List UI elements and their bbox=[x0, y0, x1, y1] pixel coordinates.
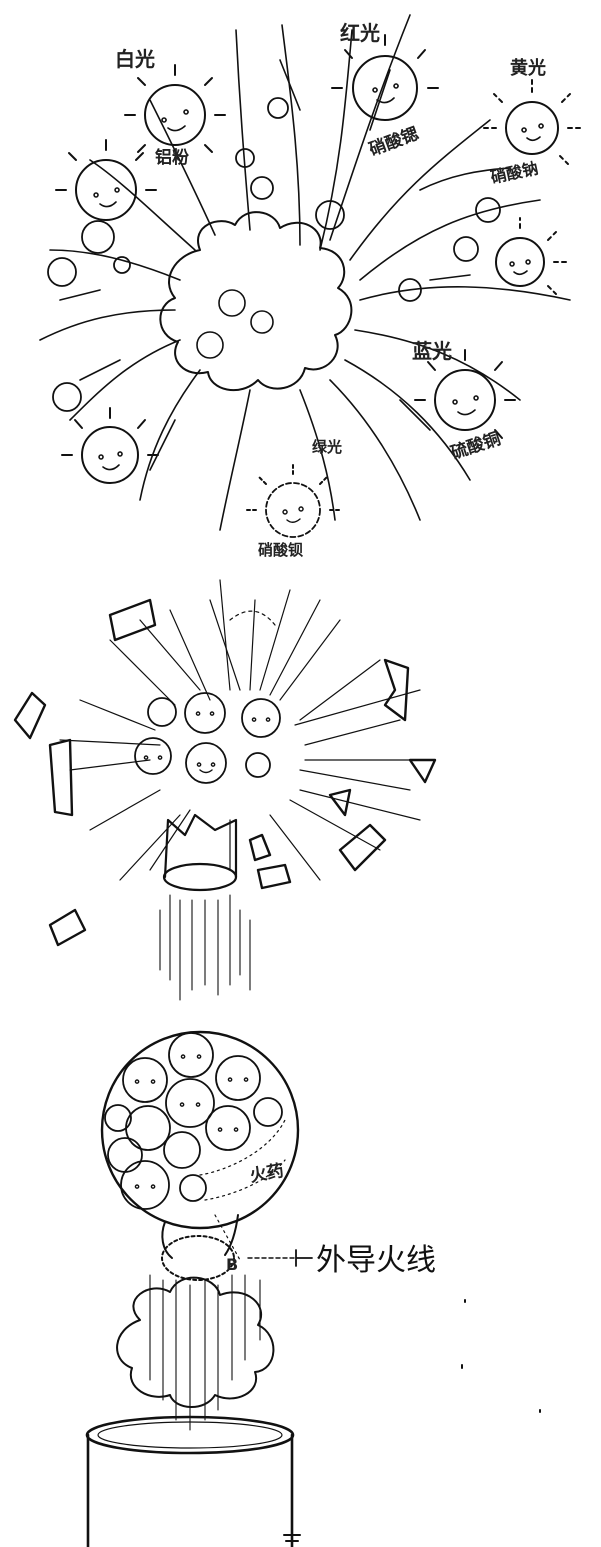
fuse-pointer bbox=[296, 1250, 312, 1266]
red-light-star: 红光 硝酸锶 bbox=[332, 21, 438, 160]
white-light-label: 白光 bbox=[115, 47, 155, 71]
lift-smoke-cloud bbox=[117, 1278, 273, 1407]
shell-cross-section: 火药 B 外导火线 bbox=[102, 1032, 436, 1430]
red-compound-label: 硝酸锶 bbox=[366, 123, 421, 160]
blue-light-label: 蓝光 bbox=[412, 339, 452, 363]
burst-stage: 白光 铝粉 红光 硝酸锶 bbox=[40, 15, 580, 559]
green-light-star: 绿光 硝酸钡 bbox=[246, 438, 342, 559]
burst-plain-stars bbox=[48, 98, 500, 411]
yellow-light-label: 黄光 bbox=[510, 57, 546, 79]
shell-fragments bbox=[15, 600, 435, 945]
bursting-rays bbox=[60, 580, 430, 880]
fuse-marker: B bbox=[226, 1255, 238, 1274]
green-light-label: 绿光 bbox=[312, 438, 342, 456]
gunpowder-fill bbox=[200, 1120, 285, 1260]
broken-shell-tube bbox=[164, 815, 236, 890]
bursting-stars bbox=[135, 693, 280, 783]
packed-star-faces bbox=[135, 1055, 247, 1188]
yellow-light-star: 黄光 硝酸钠 bbox=[484, 57, 580, 187]
mortar-tube bbox=[87, 1417, 300, 1547]
green-compound-label: 硝酸钡 bbox=[258, 541, 303, 559]
white-light-star: 白光 铝粉 bbox=[115, 47, 225, 168]
right-star-sun bbox=[496, 218, 566, 294]
red-light-label: 红光 bbox=[340, 21, 380, 45]
gunpowder-label: 火药 bbox=[248, 1160, 285, 1187]
launch-trail bbox=[150, 1275, 260, 1430]
yellow-compound-label: 硝酸钠 bbox=[489, 158, 540, 187]
blue-compound-label: 硫酸铜 bbox=[448, 428, 503, 464]
shell-bursting-stage bbox=[15, 580, 435, 1000]
top-faint-star bbox=[230, 611, 275, 625]
rising-trail bbox=[160, 895, 250, 1000]
blue-light-star: 蓝光 硫酸铜 bbox=[412, 339, 515, 464]
lower-left-star-sun bbox=[62, 408, 158, 483]
burst-inner-stars bbox=[197, 290, 273, 358]
outer-fuse-label: 外导火线 bbox=[316, 1243, 436, 1278]
left-star-sun bbox=[56, 140, 156, 220]
stray-marks bbox=[462, 1300, 540, 1412]
white-compound-label: 铝粉 bbox=[155, 147, 189, 168]
